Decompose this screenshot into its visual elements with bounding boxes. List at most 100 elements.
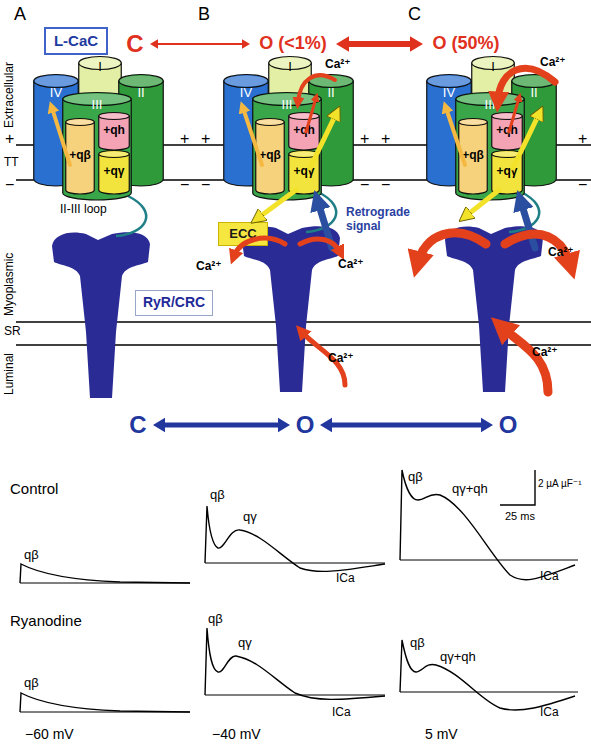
current-label: ICa <box>336 572 355 586</box>
trace <box>20 693 190 712</box>
current-label: ICa <box>540 706 559 720</box>
box-label: ECC <box>229 227 256 241</box>
sensor-cylinder: +qh <box>98 112 130 150</box>
condition-label: Control <box>10 480 58 497</box>
cylinder-top <box>492 151 523 158</box>
charge-sign: + <box>5 130 14 148</box>
sensor-cylinder: +qβ <box>458 118 488 194</box>
ion-label: Ca²⁺ <box>328 352 354 366</box>
box-label: L-CaC <box>54 33 98 50</box>
cylinder-shine <box>67 120 94 125</box>
domain-label: IV <box>240 86 252 100</box>
trace <box>20 564 190 583</box>
region-label: SR <box>4 325 21 339</box>
charge-sign: − <box>381 176 390 194</box>
state-node: O (<1%) <box>252 30 334 58</box>
ion-label: Ca²⁺ <box>338 258 364 272</box>
cylinder-top <box>99 113 130 120</box>
cylinder-body <box>253 99 322 200</box>
charge-label: +qβ <box>462 149 484 162</box>
domain-label: I <box>491 60 495 74</box>
state-label: O (<1%) <box>259 34 327 54</box>
trace <box>205 628 385 699</box>
domain-label: I <box>98 60 102 74</box>
cylinder-shine <box>460 120 487 125</box>
charge-label: qβ <box>210 488 225 503</box>
arrow-shaft <box>156 43 243 45</box>
charge-sign: − <box>180 176 189 194</box>
cylinder-body <box>492 154 523 194</box>
domain-label: III <box>485 98 496 112</box>
domain-label: III <box>92 98 103 112</box>
scale-bar <box>500 470 535 505</box>
signal-label: Retrograde signal <box>346 206 420 234</box>
channel-name-box: L-CaC <box>44 27 108 55</box>
sensor-cylinder: +qβ <box>255 118 285 194</box>
domain-label: II <box>137 86 144 100</box>
cylinder-top <box>66 119 95 126</box>
current-label: ICa <box>332 706 351 720</box>
cylinder-body <box>456 99 525 200</box>
panel-letter: B <box>198 4 210 25</box>
charge-label: +qh <box>103 124 125 137</box>
state-label: C <box>129 412 146 438</box>
cylinder-body <box>63 99 132 200</box>
domain-label: I <box>288 60 292 74</box>
charge-sign: + <box>381 130 390 148</box>
cylinder-top <box>99 151 130 158</box>
cylinder-body <box>459 122 488 194</box>
arrow-head <box>410 36 423 52</box>
cylinder-top <box>492 113 523 120</box>
region-label: Extracellular <box>3 62 17 128</box>
charge-label: qβ <box>24 676 39 691</box>
voltage-label: −60 mV <box>25 726 74 742</box>
state-transition-arrow <box>336 36 423 52</box>
arrow-head <box>481 418 493 432</box>
ecc-box: ECC <box>218 222 268 246</box>
cylinder-shine <box>290 152 319 157</box>
region-label: Myoplasmic <box>3 253 17 316</box>
cylinder-top <box>256 119 285 126</box>
scale-label: 2 µA µF⁻¹ <box>538 478 581 490</box>
calcium-arrow <box>503 328 548 392</box>
state-label: O (50%) <box>432 34 499 54</box>
cylinder-shine <box>225 76 268 87</box>
charge-label: qβ <box>208 612 223 627</box>
trace <box>205 506 385 571</box>
state-transition-arrow <box>320 418 493 432</box>
domain-label: IV <box>443 86 455 100</box>
arrow-group <box>52 68 570 392</box>
retrograde-arrow <box>521 202 535 248</box>
domain-label: II <box>530 86 537 100</box>
baseline <box>205 695 385 696</box>
cylinder-shine <box>493 152 522 157</box>
charge-sign: + <box>201 130 210 148</box>
state-node: C <box>125 410 151 440</box>
domain-cylinder: III+qβ+qh+qγ <box>252 92 322 200</box>
cylinder-shine <box>290 114 319 119</box>
arrow-head <box>278 418 290 432</box>
ion-label: Ca²⁺ <box>548 246 574 260</box>
charge-label: +qβ <box>69 149 91 162</box>
cylinder-shine <box>100 114 129 119</box>
cylinder-shine <box>493 114 522 119</box>
current-traces <box>20 470 578 712</box>
cylinder-shine <box>35 76 78 87</box>
charge-sign: + <box>578 130 587 148</box>
cylinder-shine <box>120 76 163 87</box>
current-label: ICa <box>540 570 559 584</box>
ryanodine-receptor <box>445 226 543 392</box>
voltage-label: 5 mV <box>425 726 458 742</box>
arrow-shaft <box>330 423 484 428</box>
charge-label: qβ <box>410 636 425 651</box>
state-node: O <box>292 410 318 440</box>
cylinder-body <box>492 116 523 150</box>
arrow-shaft <box>346 41 412 47</box>
charge-sign: − <box>201 176 210 194</box>
calcium-arrow <box>418 233 486 262</box>
sensor-cylinder: +qγ <box>288 150 320 194</box>
condition-label: Ryanodine <box>10 612 82 629</box>
state-label: C <box>126 31 143 57</box>
cylinder-shine <box>257 120 284 125</box>
